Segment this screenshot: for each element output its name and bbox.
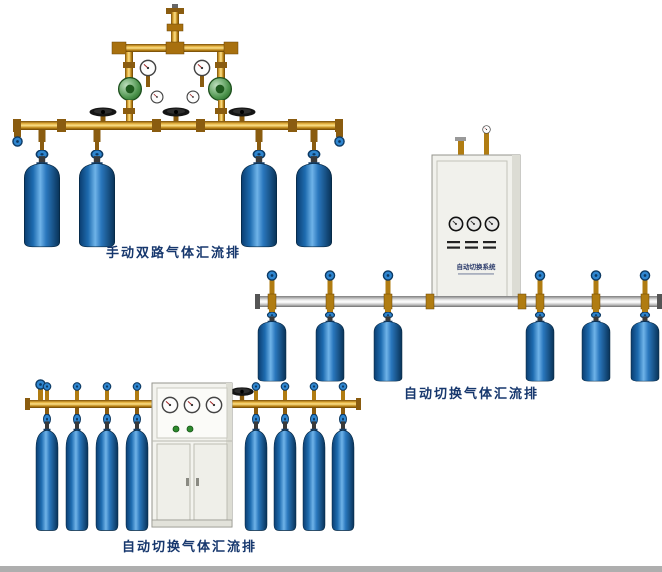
main-header-pipe [12,107,345,147]
pressure-gauge-icon [161,396,179,414]
manual-dual-manifold: 手动双路气体汇流排 [12,4,345,260]
product-caption: 手动双路气体汇流排 [106,245,241,260]
gas-cylinder [273,414,297,532]
station-valve-cap [309,382,319,391]
pigtail-valve-cap [324,270,336,281]
pigtail-valve-cap [534,270,546,281]
pigtail-valve-cap [639,270,651,281]
station-valve-cap [251,382,261,391]
cylinder-bank [257,307,660,382]
manifold-pipe [255,270,662,310]
vent-slots [447,241,496,249]
auto-switch-manifold-wall-cabinet: 自动切换系统 [255,125,662,401]
valve-handwheel [228,107,256,123]
gas-cylinder [35,414,59,532]
door-handle [196,478,199,486]
gas-cylinder [23,150,61,248]
cabinet-nameplate: 自动切换系统 [457,262,497,271]
pressure-gauge-icon [150,90,164,104]
pigtail-valve-cap [590,270,602,281]
gas-cylinder [95,414,119,532]
pigtail-valves [266,270,651,296]
indicator-light [186,425,194,433]
end-cap-valve [334,136,345,147]
gas-cylinder [240,150,278,248]
gas-cylinder [581,312,611,382]
gas-cylinder [630,312,660,382]
cabinet-door [156,443,191,521]
gas-cylinder [257,312,287,382]
valve-handwheel [89,107,117,123]
pressure-gauge-icon [183,396,201,414]
regulator-valve [117,76,143,102]
gas-cylinder [65,414,89,532]
valve-handwheel [230,387,254,402]
station-valve-cap [42,382,52,391]
door-handle [186,478,189,486]
product-caption: 自动切换气体汇流排 [122,539,257,554]
regulator-valve [207,76,233,102]
pressure-gauge-icon [466,216,482,232]
pressure-gauge-icon [482,125,491,134]
station-valves [42,382,348,401]
pressure-gauge-icon [186,90,200,104]
station-valve-cap [280,382,290,391]
indicator-light [172,425,180,433]
pigtail-valve-cap [266,270,278,281]
cylinder-bank [35,408,355,532]
gas-cylinder [315,312,345,382]
pressure-gauge-icon [205,396,223,414]
pressure-gauge-icon [193,59,211,77]
gas-cylinder [125,414,149,532]
gas-cylinder [525,312,555,382]
gas-cylinder [295,150,333,248]
cylinder-bank [23,130,333,248]
pigtail-valve-cap [382,270,394,281]
end-cap-valve [12,136,23,147]
station-valve-cap [338,382,348,391]
right-regulator-station [186,59,233,122]
pressure-gauge-icon [484,216,500,232]
cabinet-door [193,443,228,521]
gas-cylinder [244,414,268,532]
valve-handwheel [162,107,190,123]
gas-cylinder [331,414,355,532]
station-valve-cap [132,382,142,391]
gas-cylinder [373,312,403,382]
gas-cylinder [78,150,116,248]
manifold-top-header-pipe [111,4,239,80]
station-valve-cap [102,382,112,391]
left-regulator-station [117,59,164,122]
gas-cylinder [302,414,326,532]
control-cabinet [151,382,233,528]
product-caption: 自动切换气体汇流排 [404,386,539,401]
auto-switch-manifold-floor-cabinet: 自动切换气体汇流排 [25,379,361,554]
page-bottom-divider [0,566,662,572]
station-valve-cap [72,382,82,391]
pressure-gauge-icon [448,216,464,232]
control-cabinet: 自动切换系统 [431,125,521,306]
pressure-gauge-icon [139,59,157,77]
